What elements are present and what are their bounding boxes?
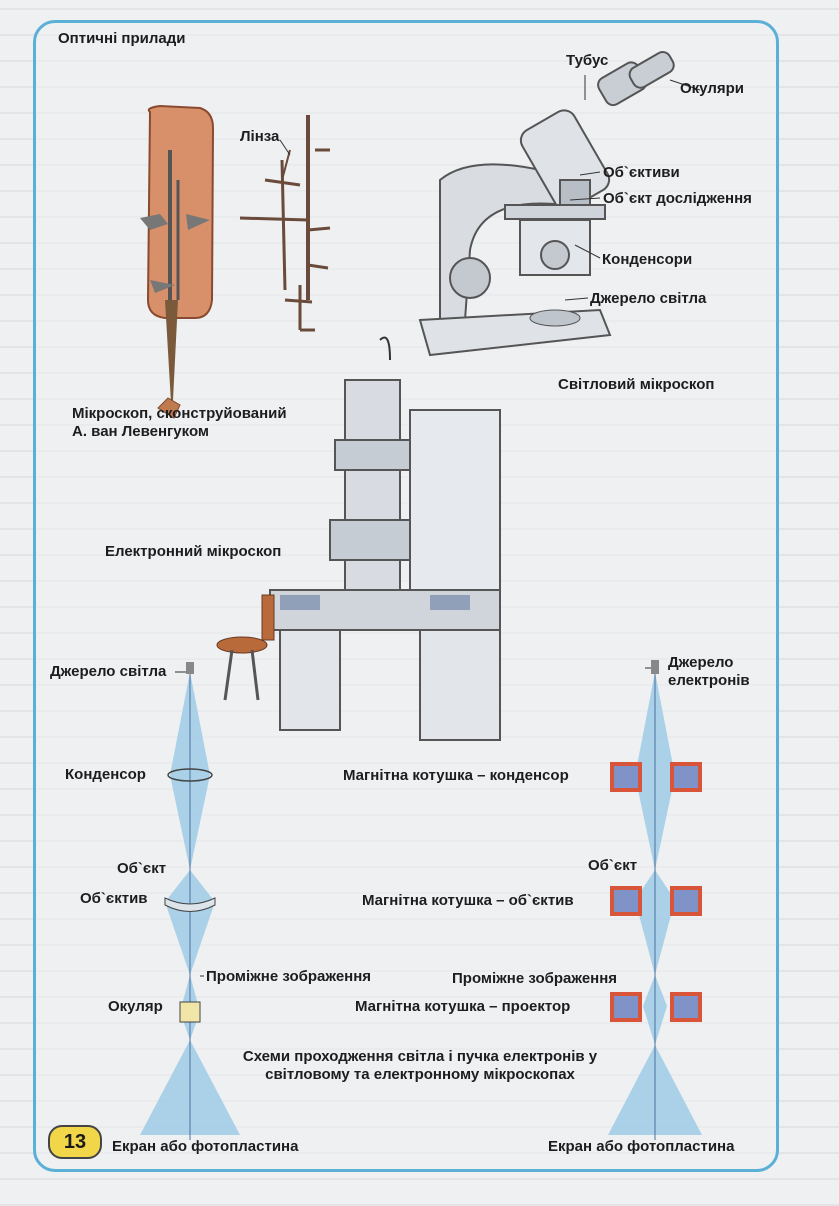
leeuwenhoek-microscope	[140, 104, 215, 420]
light-source-label: Джерело світла	[590, 290, 707, 307]
light-beam-scheme	[140, 662, 240, 1140]
coil-objective-label: Магнітна котушка – об`єктив	[362, 892, 574, 909]
magnetic-coil-objective	[610, 886, 702, 916]
eyepiece-scheme-label: Окуляр	[108, 998, 163, 1015]
electron-microscope-caption: Електронний мікроскоп	[105, 543, 282, 560]
light-source-scheme-label: Джерело світла	[50, 663, 167, 680]
electron-object-label: Об`єкт	[588, 857, 638, 874]
electron-screen-label: Екран або фотопластина	[548, 1138, 735, 1155]
section-title: Оптичні прилади	[58, 30, 186, 47]
condensers-label: Конденсори	[602, 251, 693, 268]
light-microscope	[418, 51, 675, 357]
lens-label: Лінза	[240, 128, 280, 145]
object-scheme-label: Об`єкт	[117, 860, 167, 877]
intermediate-image-light-label: Проміжне зображення	[206, 968, 372, 985]
objective-scheme-label: Об`єктив	[80, 890, 148, 907]
leeuwenhoek-lens-apparatus	[239, 115, 331, 332]
coil-projector-label: Магнітна котушка – проектор	[355, 998, 571, 1015]
intermediate-image-electron-label: Проміжне зображення	[452, 970, 618, 987]
electron-source-label: Джерело електронів	[668, 654, 750, 689]
leader-lines	[175, 75, 701, 977]
specimen-label: Об`єкт дослідження	[603, 190, 752, 207]
condenser-scheme-label: Конденсор	[65, 766, 146, 783]
magnetic-coil-projector	[610, 992, 702, 1022]
coil-condenser-label: Магнітна котушка – конденсор	[343, 767, 569, 784]
schemes-caption: Схеми проходження світла і пучка електро…	[242, 1048, 598, 1083]
tube-label: Тубус	[566, 52, 609, 69]
magnetic-coil-condenser	[610, 762, 702, 792]
objectives-label: Об`єктиви	[603, 164, 680, 181]
light-screen-label: Екран або фотопластина	[112, 1138, 299, 1155]
electron-beam-scheme	[608, 660, 702, 1140]
electron-microscope	[216, 336, 501, 741]
eyepieces-label: Окуляри	[680, 80, 744, 97]
page-number-badge: 13	[48, 1125, 102, 1159]
light-microscope-caption: Світловий мікроскоп	[558, 376, 715, 393]
leeuwenhoek-caption: Мікроскоп, сконструйований А. ван Левенг…	[72, 405, 287, 440]
